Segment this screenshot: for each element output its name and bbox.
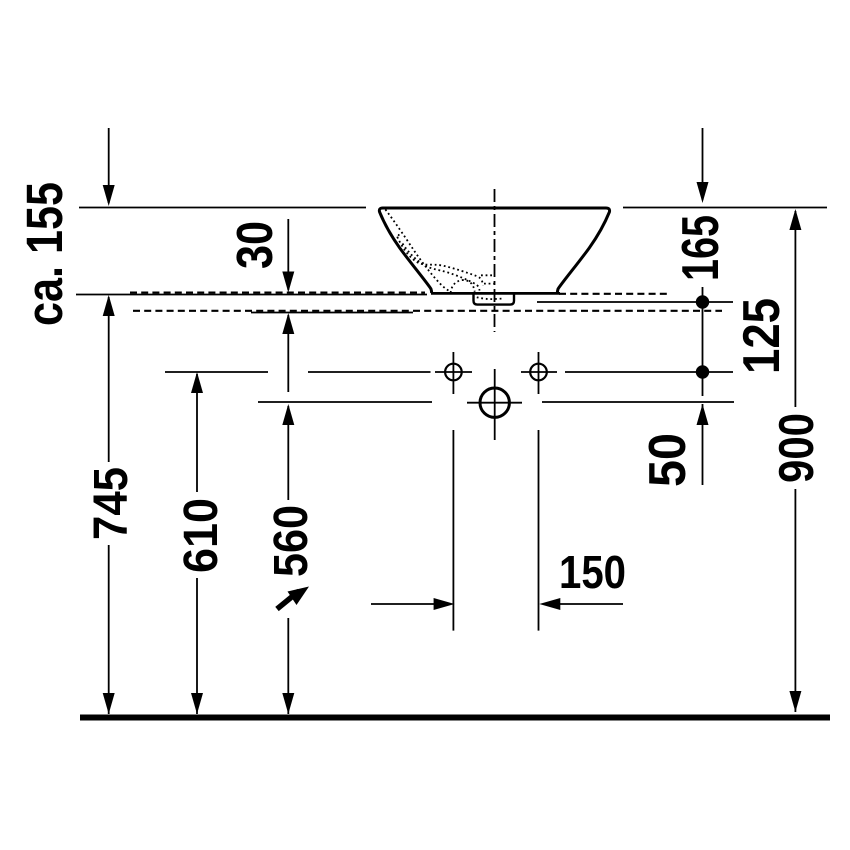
svg-text:50: 50 — [639, 433, 697, 487]
svg-text:560: 560 — [265, 505, 318, 577]
svg-text:900: 900 — [770, 413, 824, 483]
svg-text:165: 165 — [672, 215, 730, 281]
svg-text:745: 745 — [85, 467, 138, 540]
svg-text:ca. 155: ca. 155 — [16, 182, 73, 326]
svg-text:30: 30 — [226, 221, 283, 269]
svg-text:125: 125 — [733, 298, 791, 374]
svg-text:150: 150 — [559, 546, 626, 598]
svg-text:610: 610 — [175, 498, 228, 573]
